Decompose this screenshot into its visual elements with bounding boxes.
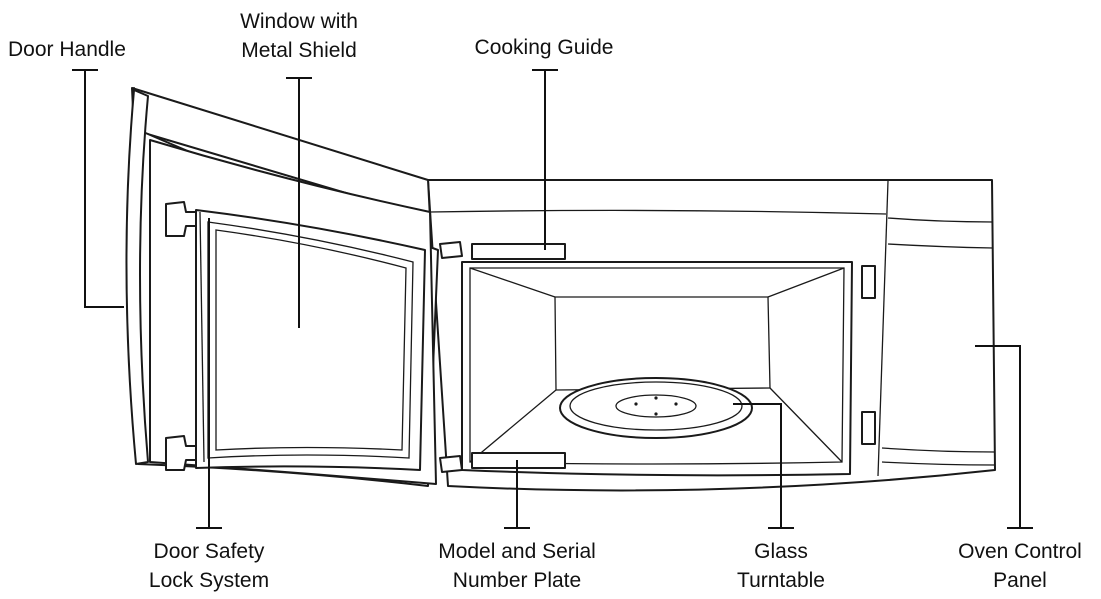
label-turntable-line1: Glass bbox=[754, 540, 808, 563]
label-plate-line1: Model and Serial bbox=[438, 540, 596, 563]
lower-hinge bbox=[439, 455, 463, 473]
label-panel-line2: Panel bbox=[993, 569, 1047, 592]
door-window bbox=[195, 209, 426, 471]
lower-latch-slot bbox=[861, 411, 876, 445]
label-turntable-line2: Turntable bbox=[737, 569, 825, 592]
label-window-line1: Window with bbox=[240, 10, 358, 33]
oven-cavity bbox=[461, 261, 853, 477]
cooking-guide-plate bbox=[471, 243, 566, 260]
upper-latch-slot bbox=[861, 265, 876, 299]
label-lock-line2: Lock System bbox=[149, 569, 269, 592]
upper-hinge bbox=[439, 241, 463, 259]
label-window-line2: Metal Shield bbox=[241, 39, 357, 62]
label-panel-line1: Oven Control bbox=[958, 540, 1082, 563]
glass-turntable bbox=[559, 377, 753, 439]
door-safety-latches bbox=[165, 201, 205, 471]
label-cooking-guide: Cooking Guide bbox=[475, 36, 614, 59]
label-door-handle: Door Handle bbox=[8, 38, 126, 61]
label-lock-line1: Door Safety bbox=[154, 540, 265, 563]
label-plate-line2: Number Plate bbox=[453, 569, 581, 592]
model-serial-plate bbox=[471, 452, 566, 469]
leader-lines bbox=[72, 69, 1033, 529]
